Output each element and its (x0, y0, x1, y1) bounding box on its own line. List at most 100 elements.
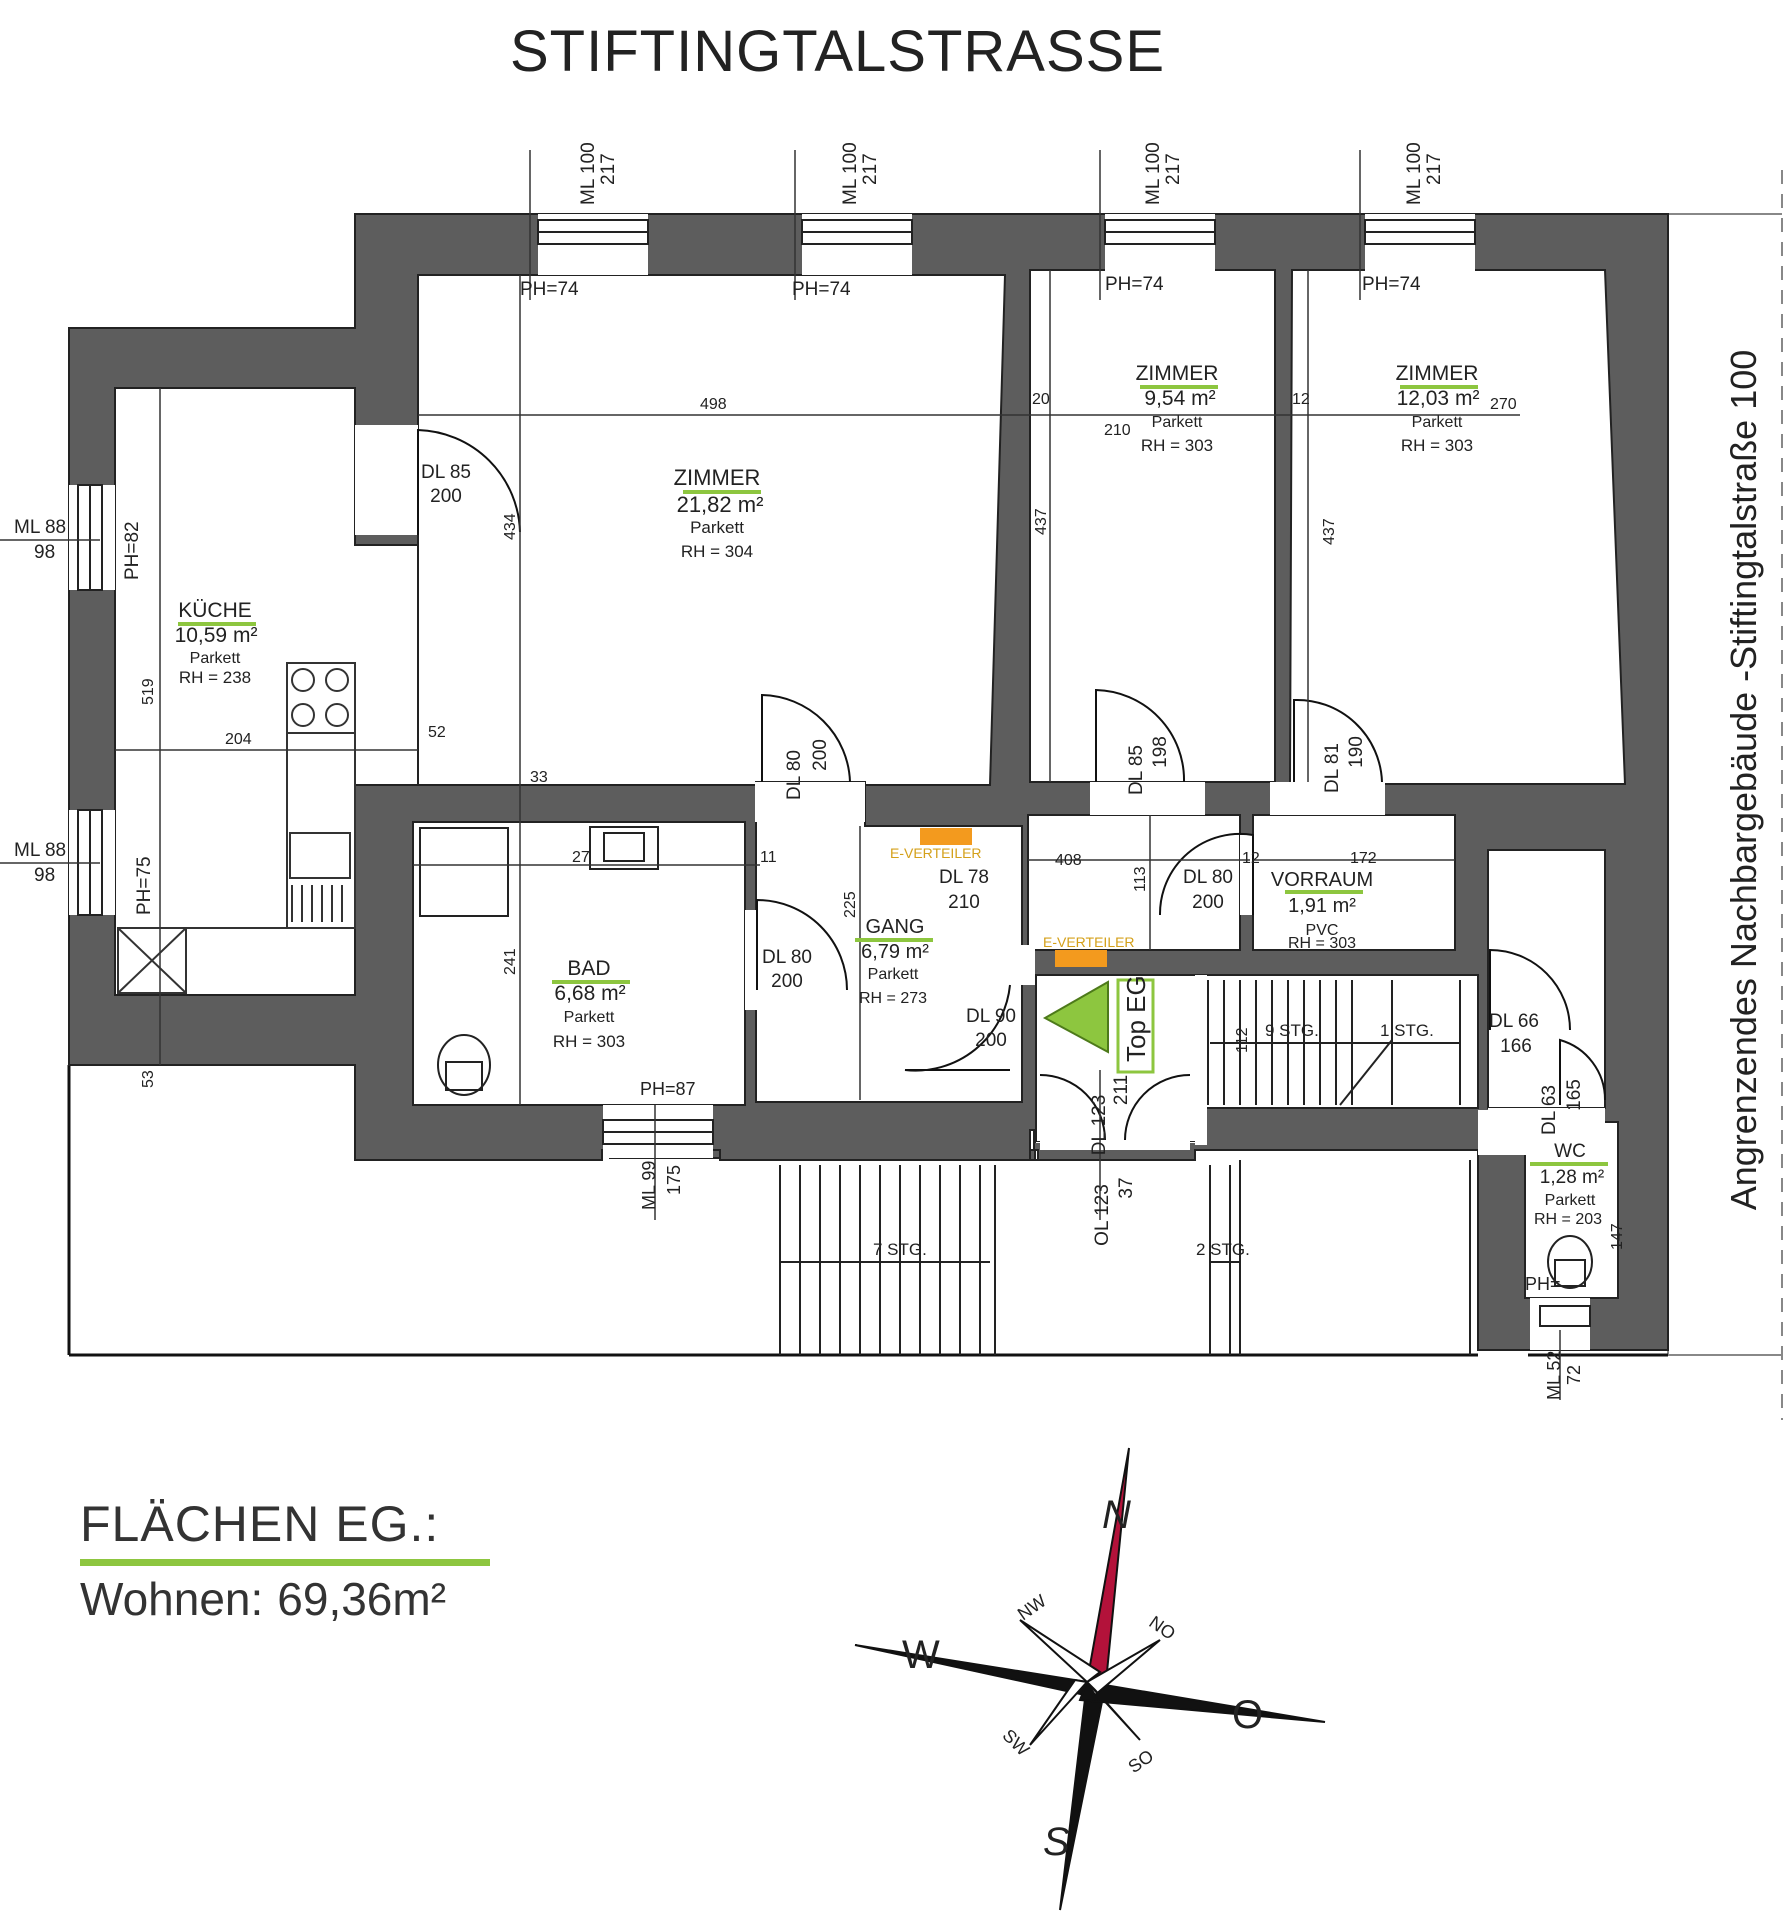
room-name: ZIMMER (1396, 362, 1479, 385)
kitchen-fixtures (117, 662, 356, 994)
door-swings (417, 428, 1607, 1141)
compass-nw: NW (1014, 1591, 1050, 1625)
room-floor: Parkett (564, 1009, 615, 1026)
room-kueche: KÜCHE 10,59 m² Parkett RH = 238 (175, 599, 258, 687)
door-label-b: 200 (1192, 892, 1224, 913)
room-floor: Parkett (1545, 1192, 1596, 1209)
summary-value-row: Wohnen:69,36m² (80, 1572, 490, 1626)
room-area: 21,82 m² (677, 492, 764, 517)
window-ph: PH=74 (792, 279, 851, 300)
window-ml: ML 100 (578, 142, 599, 205)
kitchen-window-labels: ML 88 98 ML 88 98 PH=82 PH=75 (14, 517, 155, 915)
window-ph: PH= (1525, 1274, 1561, 1294)
dim: 52 (428, 724, 446, 741)
kitchen-ph-top: PH=82 (122, 521, 143, 580)
window-ml: ML 88 (14, 840, 66, 861)
room-name: VORRAUM (1271, 869, 1373, 891)
door-label-b: 210 (948, 892, 980, 913)
room-name: BAD (567, 957, 610, 980)
room-height: RH = 303 (553, 1032, 625, 1051)
e-verteiler-markers (920, 828, 1107, 967)
door-label-b: 200 (771, 971, 803, 992)
room-area: 1,28 m² (1540, 1167, 1604, 1188)
door-label-a: DL 80 (762, 947, 812, 968)
door-label-a: DL 63 (1539, 1085, 1560, 1135)
e-verteiler-label-1: E-VERTEILER (890, 845, 982, 861)
room-floor: Parkett (1412, 414, 1463, 431)
window-ph: PH=74 (520, 279, 579, 300)
stair-count: 9 STG. (1265, 1021, 1319, 1040)
room-zimmer-3: ZIMMER 12,03 m² Parkett RH = 303 (1396, 362, 1480, 455)
summary-label: Wohnen: (80, 1573, 264, 1625)
bath-fixtures (419, 826, 1593, 1289)
dim: 147 (1609, 1223, 1626, 1250)
door-label-b: 200 (810, 739, 831, 771)
dim: 11 (760, 849, 777, 866)
dim: 241 (502, 948, 519, 975)
stair-labels: 9 STG. 1 STG. 7 STG. 2 STG. (873, 1021, 1434, 1259)
door-label-b: 166 (1500, 1036, 1532, 1057)
window-ml: ML 100 (840, 142, 861, 205)
room-floor: Parkett (868, 966, 919, 983)
window-ml: ML 100 (1404, 142, 1425, 205)
room-name: WC (1554, 1141, 1586, 1162)
compass-n: N (1102, 1493, 1131, 1537)
room-floor: Parkett (690, 518, 744, 537)
bath-window-labels: PH=87 ML 99 175 PH= ML 52 72 (639, 1079, 1584, 1400)
room-area: 12,03 m² (1397, 387, 1480, 410)
door-label-a: DL 81 (1322, 743, 1343, 793)
room-height: RH = 273 (859, 990, 927, 1007)
windows (77, 219, 1591, 1327)
room-wc: WC 1,28 m² Parkett RH = 203 (1530, 1141, 1608, 1228)
compass-rose (854, 1447, 1326, 1911)
room-name: ZIMMER (1136, 362, 1219, 385)
door-label-a: DL 66 (1489, 1011, 1539, 1032)
summary-value: 69,36m² (277, 1573, 447, 1625)
door-label-b: 37 (1116, 1177, 1137, 1198)
room-height: RH = 303 (1288, 935, 1356, 952)
dim: 113 (1132, 866, 1149, 892)
window-ph: PH=74 (1362, 274, 1421, 295)
dim: 27 (572, 849, 590, 866)
room-area: 6,79 m² (861, 941, 929, 963)
compass-so: SO (1124, 1746, 1157, 1777)
window-ph: PH=74 (1105, 274, 1164, 295)
summary-title: FLÄCHEN EG.: (80, 1496, 440, 1552)
window-height: 175 (664, 1165, 684, 1195)
compass-sw: SW (999, 1725, 1034, 1760)
door-label-b: 211 (1111, 1075, 1132, 1105)
room-area: 10,59 m² (175, 624, 258, 647)
window-ph: PH=87 (640, 1079, 696, 1099)
window-ml: ML 88 (14, 517, 66, 538)
terrace-outline (67, 1065, 1668, 1357)
door-label-a: DL 85 (421, 462, 471, 483)
dimension-numbers: 498 434 437 437 20 210 12 270 519 204 52… (140, 391, 1626, 1250)
stair-count: 7 STG. (873, 1240, 927, 1259)
room-area: 6,68 m² (554, 982, 625, 1005)
room-zimmer-2: ZIMMER 9,54 m² Parkett RH = 303 (1136, 362, 1219, 455)
room-height: RH = 303 (1401, 436, 1473, 455)
window-height: 217 (1163, 153, 1184, 185)
area-summary: FLÄCHEN EG.: Wohnen:69,36m² (80, 1495, 490, 1626)
room-name: GANG (866, 916, 925, 938)
dim: 204 (225, 731, 252, 748)
window-height: 217 (1424, 153, 1445, 185)
e-verteiler-label-2: E-VERTEILER (1043, 934, 1135, 950)
room-area: 1,91 m² (1288, 895, 1356, 917)
dim: 498 (700, 396, 727, 413)
dim: 20 (1032, 391, 1050, 408)
dim: 408 (1055, 852, 1082, 869)
street-title: STIFTINGTALSTRASSE (510, 19, 1166, 84)
dim: 12 (1292, 391, 1310, 408)
kitchen-ph-bottom: PH=75 (134, 856, 155, 915)
dim: 519 (140, 678, 157, 705)
door-labels: DL 85 200 DL 80 200 DL 85 198 DL 81 190 … (421, 462, 1585, 1246)
room-height: RH = 203 (1534, 1211, 1602, 1228)
door-label-a: OL 123 (1092, 1184, 1113, 1246)
room-floor: Parkett (1152, 414, 1203, 431)
compass-no: NO (1145, 1612, 1179, 1644)
top-window-labels: ML 100 217 PH=74 ML 100 217 PH=74 ML 100… (520, 142, 1445, 300)
window-height: 98 (34, 865, 55, 886)
room-area: 9,54 m² (1144, 387, 1215, 410)
